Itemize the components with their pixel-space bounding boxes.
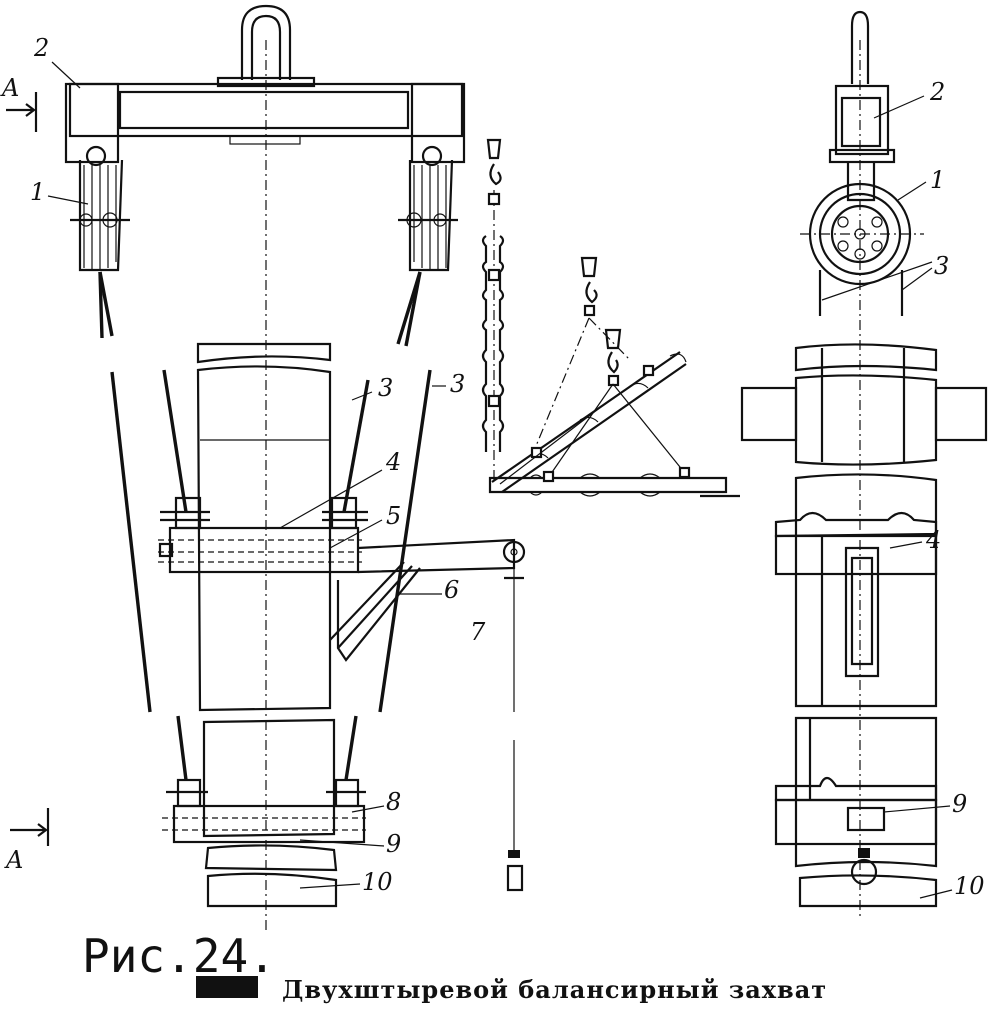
left-balancer-arm <box>64 82 130 272</box>
label-6: 6 <box>444 576 459 604</box>
section-label-a-top: A <box>0 74 19 102</box>
right-balancer-arm <box>398 82 466 272</box>
upper-pin-carrier <box>158 496 368 574</box>
left-view-labels: 2 1 3 3 4 5 6 7 8 9 10 <box>30 34 486 896</box>
section-mark-top: A <box>0 74 38 132</box>
figure-title: Двухштыревой балансирный захват <box>282 975 827 1004</box>
section-label-a-bottom: A <box>4 846 23 874</box>
right-view <box>740 10 988 920</box>
right-label-9: 9 <box>952 790 967 818</box>
label-5: 5 <box>386 502 401 530</box>
right-view-labels: 2 1 3 4 9 10 <box>821 78 985 900</box>
figure-number: Рис.24. <box>82 929 276 983</box>
rope-slings <box>98 271 432 781</box>
label-9: 9 <box>386 830 401 858</box>
label-8: 8 <box>386 788 401 816</box>
right-label-4: 4 <box>925 526 941 554</box>
right-label-3: 3 <box>934 252 949 280</box>
section-mark-bottom: A <box>4 808 50 874</box>
right-label-2: 2 <box>929 78 945 106</box>
kinematic-scheme <box>481 138 740 498</box>
right-label-1: 1 <box>930 166 945 194</box>
right-label-10: 10 <box>954 872 985 900</box>
label-4: 4 <box>385 448 401 476</box>
label-1: 1 <box>30 178 45 206</box>
label-3a: 3 <box>378 374 393 402</box>
label-10: 10 <box>362 868 393 896</box>
lower-pin-carrier <box>162 778 366 844</box>
ingot-body <box>196 342 338 908</box>
figure-caption: Рис.24. Двухштыревой балансирный захват <box>82 929 827 1004</box>
label-2: 2 <box>33 34 49 62</box>
counterweight-arm <box>329 538 526 892</box>
label-7: 7 <box>470 618 486 646</box>
label-3b: 3 <box>450 370 465 398</box>
